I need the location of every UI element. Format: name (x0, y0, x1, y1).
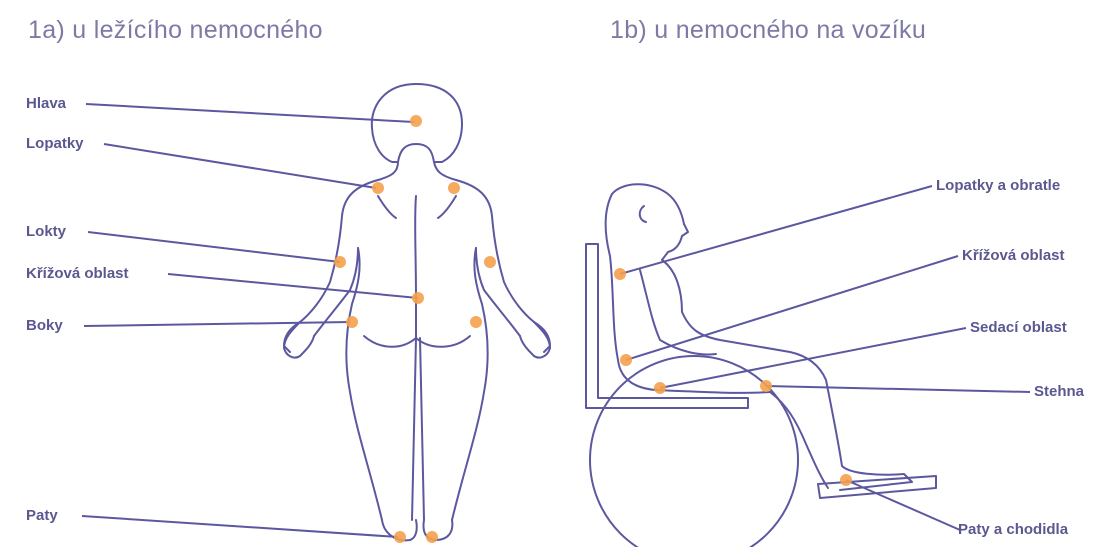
spot-b-blades (614, 268, 626, 280)
leader-thighs (766, 386, 1030, 392)
right-blade (438, 196, 456, 218)
upper-leg (790, 352, 912, 490)
label-thighs: Stehna (1034, 383, 1084, 401)
leader-elbows (88, 232, 340, 262)
spot-right-heel (426, 531, 438, 543)
label-heels-feet: Paty a chodidla (958, 521, 1068, 539)
leader-shoulder-blades (104, 144, 376, 188)
left-hip-outline (346, 248, 382, 520)
profile-head (612, 184, 688, 260)
ear (640, 206, 646, 222)
label-shoulder-blades: Lopatky (26, 135, 84, 153)
left-hand-outline (284, 322, 314, 358)
label-elbows: Lokty (26, 223, 66, 241)
label-sacral: Křížová oblast (26, 265, 129, 283)
spot-b-sacral (620, 354, 632, 366)
label-b-sacral: Křížová oblast (962, 247, 1065, 265)
spot-b-thigh (760, 380, 772, 392)
label-heels: Paty (26, 507, 58, 525)
spot-b-seat (654, 382, 666, 394)
leg-gap-2 (420, 338, 424, 520)
right-hand-outline (520, 322, 550, 358)
leader-hips (84, 322, 350, 326)
spot-sacral (412, 292, 424, 304)
spot-left-hip (346, 316, 358, 328)
leg-gap (412, 300, 416, 520)
right-hip-outline (452, 248, 488, 520)
leader-b-sacral (626, 256, 958, 360)
wheelchair-figure (586, 184, 936, 547)
body-back-figure (284, 84, 550, 540)
label-head: Hlava (26, 95, 66, 113)
spot-left-blade (372, 182, 384, 194)
leader-sacral (168, 274, 418, 298)
spot-right-blade (448, 182, 460, 194)
lower-leg-back (770, 392, 828, 488)
spine-line (415, 196, 416, 300)
thigh (656, 390, 770, 393)
leader-heels (82, 516, 398, 537)
label-seat: Sedací oblast (970, 319, 1067, 337)
left-blade (378, 196, 396, 218)
spot-right-elbow (484, 256, 496, 268)
panel-a-leaders (82, 104, 418, 537)
spot-left-heel (394, 531, 406, 543)
footrest (818, 476, 936, 498)
label-hips: Boky (26, 317, 63, 335)
label-blades-spine: Lopatky a obratle (936, 177, 1060, 195)
leader-heels-feet (846, 480, 960, 530)
spot-left-elbow (334, 256, 346, 268)
leader-blades-spine (620, 186, 932, 274)
spot-right-hip (470, 316, 482, 328)
leader-head (86, 104, 414, 122)
spot-b-heel (840, 474, 852, 486)
spot-head (410, 115, 422, 127)
profile-front (662, 260, 790, 352)
